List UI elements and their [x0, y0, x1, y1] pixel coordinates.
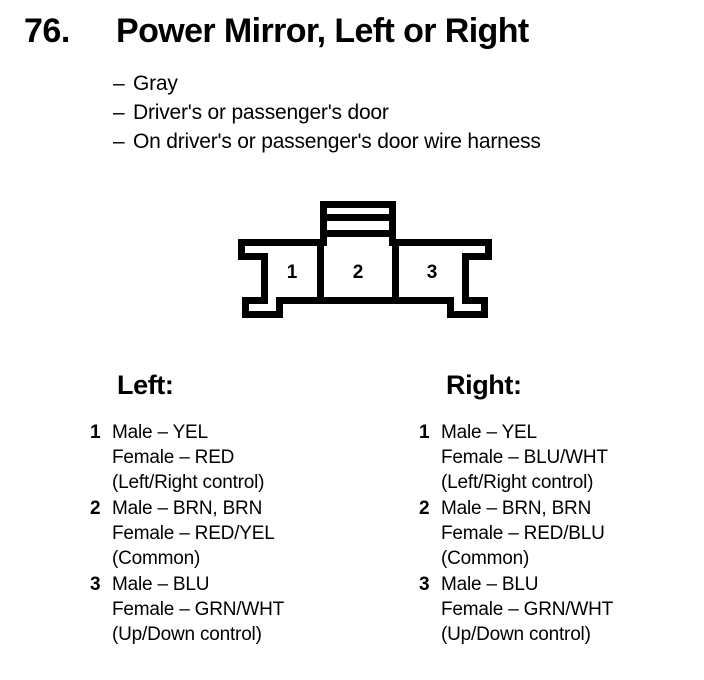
column-heading-right: Right: — [446, 370, 522, 400]
pin-entry: 2 Male – BRN, BRN Female – RED/YEL (Comm… — [90, 496, 390, 571]
pin-female-wire: Female – RED/BLU — [441, 523, 605, 544]
pin-female-wire: Female – BLU/WHT — [441, 447, 608, 468]
bullet-item: –Driver's or passenger's door — [113, 98, 541, 127]
bullet-text: On driver's or passenger's door wire har… — [133, 130, 541, 153]
pin-entry: 1 Male – YEL Female – RED (Left/Right co… — [90, 420, 390, 495]
pin-male-wire: Male – BLU — [112, 574, 210, 595]
pin-function: (Up/Down control) — [112, 624, 262, 645]
pin-number: 2 — [419, 498, 430, 519]
bullet-text: Gray — [133, 72, 178, 95]
pin-function: (Up/Down control) — [441, 624, 591, 645]
pin-detail-lines: Male – BRN, BRN Female – RED/BLU (Common… — [441, 496, 704, 571]
pin-male-wire: Male – YEL — [112, 422, 208, 443]
pin-entry: 3 Male – BLU Female – GRN/WHT (Up/Down c… — [90, 572, 390, 647]
pin-function: (Common) — [441, 548, 530, 569]
pin-male-wire: Male – BLU — [441, 574, 539, 595]
connector-pin-label-3: 3 — [427, 262, 438, 283]
bullet-item: –On driver's or passenger's door wire ha… — [113, 127, 541, 156]
pin-female-wire: Female – RED — [112, 447, 235, 468]
pin-list-left: 1 Male – YEL Female – RED (Left/Right co… — [90, 420, 390, 648]
pin-number: 3 — [90, 574, 101, 595]
bullet-dash-icon: – — [113, 101, 125, 124]
pin-list-right: 1 Male – YEL Female – BLU/WHT (Left/Righ… — [419, 420, 704, 648]
pin-male-wire: Male – YEL — [441, 422, 537, 443]
page-title: Power Mirror, Left or Right — [116, 12, 529, 50]
bullet-item: –Gray — [113, 69, 541, 98]
column-heading-left: Left: — [117, 370, 174, 400]
bullet-text: Driver's or passenger's door — [133, 101, 389, 124]
pin-entry: 3 Male – BLU Female – GRN/WHT (Up/Down c… — [419, 572, 704, 647]
pin-male-wire: Male – BRN, BRN — [112, 498, 263, 519]
bullet-dash-icon: – — [113, 130, 125, 153]
description-bullets: –Gray –Driver's or passenger's door –On … — [113, 69, 541, 156]
pin-female-wire: Female – GRN/WHT — [112, 599, 285, 620]
pin-function: (Left/Right control) — [112, 472, 265, 493]
pin-female-wire: Female – RED/YEL — [112, 523, 275, 544]
pin-detail-lines: Male – BLU Female – GRN/WHT (Up/Down con… — [441, 572, 704, 647]
pin-male-wire: Male – BRN, BRN — [441, 498, 592, 519]
pin-entry: 2 Male – BRN, BRN Female – RED/BLU (Comm… — [419, 496, 704, 571]
pin-number: 1 — [90, 422, 101, 443]
pin-detail-lines: Male – BLU Female – GRN/WHT (Up/Down con… — [112, 572, 390, 647]
pin-number: 3 — [419, 574, 430, 595]
bullet-dash-icon: – — [113, 72, 125, 95]
entry-number: 76. — [24, 12, 70, 50]
pin-number: 2 — [90, 498, 101, 519]
pin-function: (Left/Right control) — [441, 472, 594, 493]
pin-detail-lines: Male – BRN, BRN Female – RED/YEL (Common… — [112, 496, 390, 571]
connector-pin-label-1: 1 — [287, 262, 298, 283]
entry-title-row: 76. Power Mirror, Left or Right — [24, 14, 529, 48]
pin-female-wire: Female – GRN/WHT — [441, 599, 614, 620]
pin-detail-lines: Male – YEL Female – BLU/WHT (Left/Right … — [441, 420, 704, 495]
connector-pin-label-2: 2 — [353, 262, 364, 283]
connector-diagram: 1 2 3 — [0, 190, 704, 330]
connector-body-path — [238, 201, 492, 318]
connector-outline-svg: 1 2 3 — [238, 201, 492, 318]
pin-entry: 1 Male – YEL Female – BLU/WHT (Left/Righ… — [419, 420, 704, 495]
pin-number: 1 — [419, 422, 430, 443]
pin-function: (Common) — [112, 548, 201, 569]
pin-detail-lines: Male – YEL Female – RED (Left/Right cont… — [112, 420, 390, 495]
